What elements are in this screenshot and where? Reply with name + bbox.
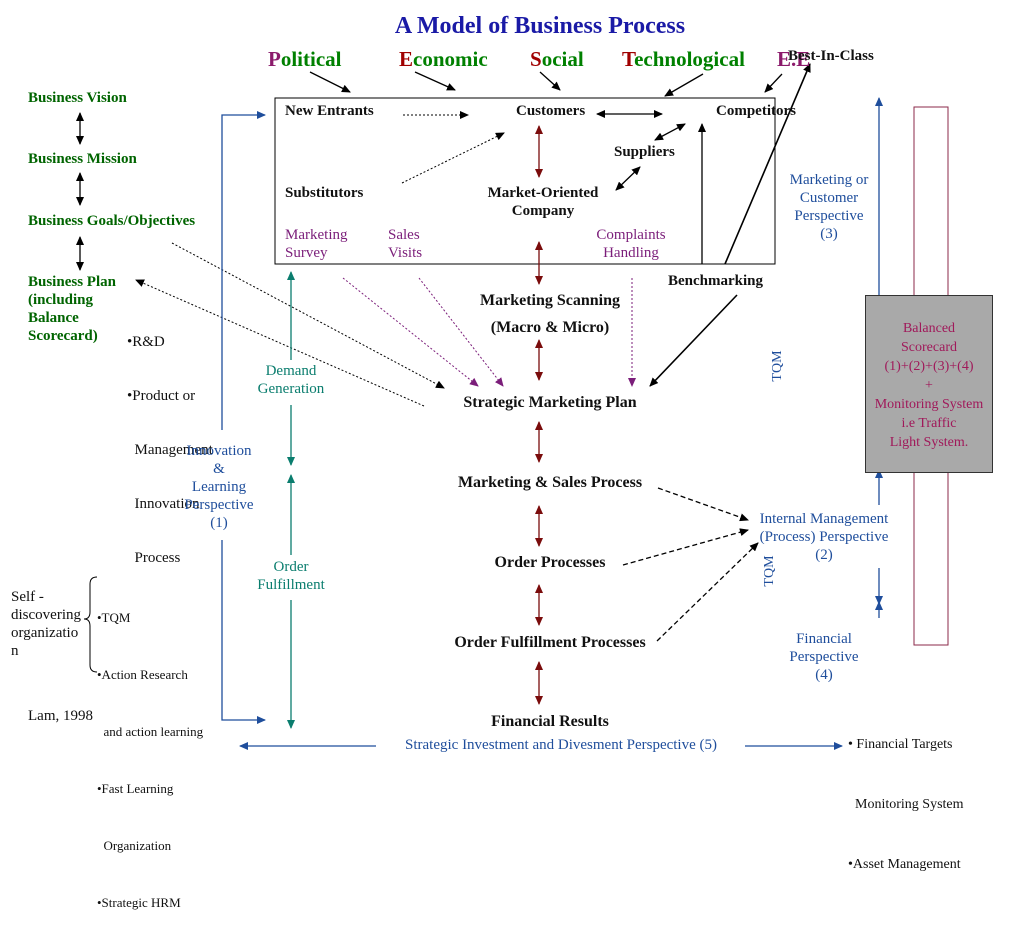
marketing-survey: Marketing Survey: [285, 227, 348, 261]
order-processes: Order Processes: [494, 554, 606, 571]
sales-visits: Sales Visits: [388, 227, 423, 261]
tqm-label-upper: TQM: [770, 350, 785, 382]
internal-management-perspective: Internal Management (Process) Perspectiv…: [759, 511, 889, 563]
business-goals: Business Goals/Objectives: [28, 213, 196, 229]
financial-perspective: Financial Perspective (4): [789, 631, 859, 683]
demand-generation: Demand Generation: [257, 363, 325, 397]
customers: Customers: [516, 103, 586, 119]
self-discovering-organization: Self - discovering organizatio n: [11, 589, 81, 659]
new-entrants: New Entrants: [285, 103, 374, 119]
order-fulfillment-processes: Order Fulfillment Processes: [454, 634, 646, 651]
customer-perspective: Marketing or Customer Perspective (3): [789, 172, 869, 242]
financial-results: Financial Results: [491, 713, 609, 730]
substitutors: Substitutors: [285, 185, 364, 201]
innovation-learning-perspective: Innovation & Learning Perspective (1): [184, 443, 254, 531]
market-oriented-company: Market-Oriented Company: [487, 185, 599, 219]
pest-economic: Economic: [399, 47, 488, 71]
strategic-marketing-plan: Strategic Marketing Plan: [463, 394, 637, 411]
self-discovering-bullets: •TQM •Action Research and action learnin…: [97, 610, 204, 910]
complaints-handling: Complaints Handling: [596, 227, 666, 261]
marketing-scanning: Marketing Scanning (Macro & Micro): [479, 292, 620, 336]
pest-political: Political: [268, 47, 342, 71]
business-plan: Business Plan (including Balance Scoreca…: [28, 274, 116, 344]
tqm-label-lower: TQM: [762, 555, 777, 587]
pest-ee: E.E: [777, 47, 811, 71]
balanced-scorecard-box: [865, 295, 993, 473]
pest-technological: Technological: [622, 47, 745, 71]
plan-bullets: •R&D •Product or Management Innovation P…: [127, 334, 213, 566]
environment-box: [274, 97, 776, 265]
citation: Lam, 1998: [28, 708, 93, 724]
benchmarking: Benchmarking: [668, 273, 764, 289]
balanced-scorecard-text: Balanced Scorecard (1)+(2)+(3)+(4) + Mon…: [874, 321, 984, 450]
business-mission: Business Mission: [28, 151, 137, 167]
order-fulfillment: Order Fulfillment: [257, 559, 325, 593]
financial-bullets: • Financial Targets Monitoring System •A…: [848, 737, 964, 872]
page-title: A Model of Business Process: [394, 13, 686, 39]
competitors: Competitors: [716, 103, 796, 119]
pest-social: Social: [530, 47, 584, 71]
strategic-investment-perspective: Strategic Investment and Divesment Persp…: [405, 737, 717, 753]
marketing-sales-process: Marketing & Sales Process: [457, 474, 643, 491]
business-vision: Business Vision: [28, 90, 127, 106]
best-in-class-label: Best-In-Class: [788, 48, 874, 64]
diagram-connectors: [76, 63, 949, 750]
suppliers: Suppliers: [614, 144, 675, 160]
